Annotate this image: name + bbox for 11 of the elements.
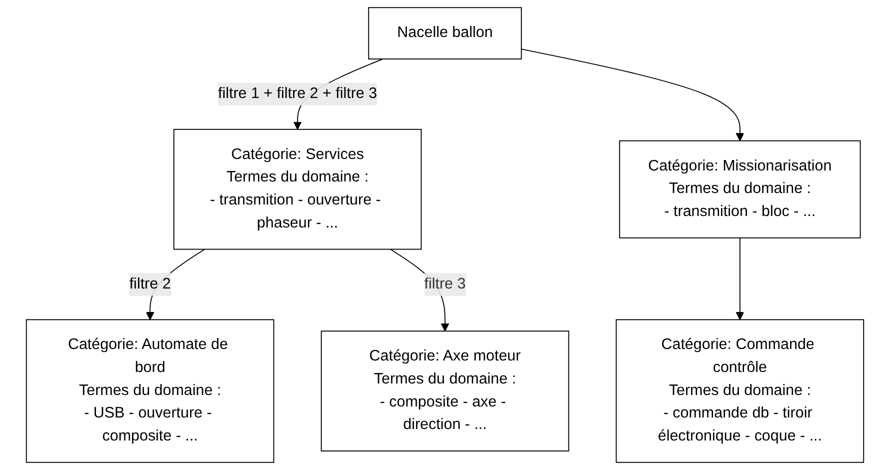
- edge-label: filtre 1 + filtre 2 + filtre 3: [218, 86, 378, 102]
- node-box: Catégorie: Automate de bord Termes du domaine : - USB - ouverture - composite - ...: [26, 319, 274, 463]
- node-box: Catégorie: Services Termes du domaine : - transmition - ouverture - phaseur - ...: [173, 128, 422, 250]
- node-box: Nacelle ballon: [368, 7, 522, 60]
- node-box: Catégorie: Missionarisation Termes du domaine : - transmition - bloc - ...: [619, 140, 861, 238]
- node-box: Catégorie: Commande contrôle Termes du domaine : - commande db - tiroir électronique - coque - ...: [616, 319, 864, 463]
- edge-label: filtre 2: [129, 276, 171, 292]
- node-box: Catégorie: Axe moteur Termes du domaine : - composite - axe - direction - ...: [320, 330, 570, 452]
- arrow: [736, 237, 744, 320]
- arrow: [520, 48, 744, 142]
- edge-label: filtre 3: [424, 276, 466, 292]
